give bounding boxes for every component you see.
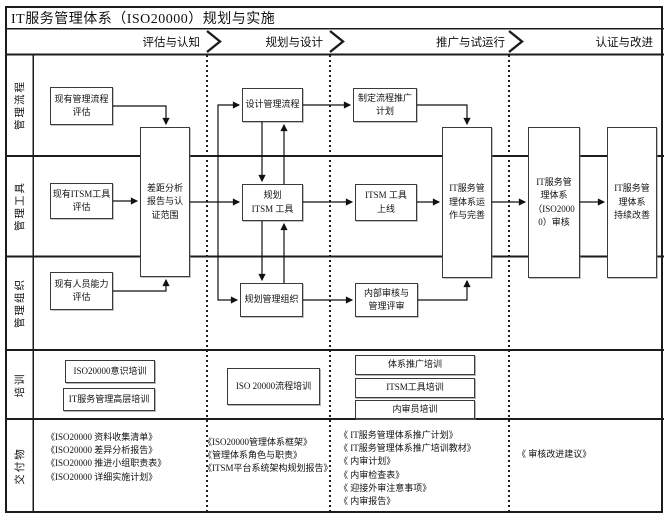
plan-itsm-tool-box: 规划 ITSM 工具 bbox=[242, 184, 303, 221]
phase-label-assess: 评估与认知 bbox=[142, 37, 201, 49]
deliverables-phase-certify: 《 审核改进建议》 bbox=[517, 449, 592, 459]
phase-label-certify: 认证与改进 bbox=[595, 37, 654, 49]
plan-org-box: 规划管理组织 bbox=[240, 283, 303, 317]
system-audit-box: IT服务管 理体系 （ISO2000 0）审核 bbox=[528, 127, 580, 278]
assess-process-box: 现有管理流程 评估 bbox=[50, 87, 113, 125]
design-process-box: 设计管理流程 bbox=[242, 88, 303, 122]
deliverables-phase-plan: 《ISO20000管理体系框架》 《管理体系角色与职责》 《ITSM平台系统架构… bbox=[203, 437, 333, 474]
system-operate-box: IT服务管 理体系运 作与完善 bbox=[442, 127, 492, 278]
phase-label-plan: 规划与设计 bbox=[265, 37, 324, 49]
training-process-box: ISO 20000流程培训 bbox=[227, 368, 320, 405]
tool-golive-box: ITSM 工具 上线 bbox=[355, 184, 417, 221]
training-auditor-box: 内审员培训 bbox=[355, 400, 475, 419]
diagram-border bbox=[5, 6, 663, 513]
phase-label-rollout: 推广与试运行 bbox=[436, 37, 505, 49]
training-executive-box: IT服务管理高层培训 bbox=[63, 388, 155, 411]
deliverables-phase-assess: 《ISO20000 资料收集清单》 《ISO20000 差异分析报告》 《ISO… bbox=[46, 432, 167, 482]
page-title: IT服务管理体系（ISO20000）规划与实施 bbox=[11, 12, 276, 27]
rollout-plan-box: 制定流程推广 计划 bbox=[353, 88, 417, 122]
gap-analysis-box: 差距分析 报告与认 证范围 bbox=[140, 127, 190, 277]
assess-staff-box: 现有人员能力 评估 bbox=[50, 272, 113, 310]
assess-itsm-tool-box: 现有ITSM工具 评估 bbox=[50, 183, 113, 219]
training-rollout-box: 体系推广培训 bbox=[355, 355, 475, 375]
deliverables-phase-rollout: 《 IT服务管理体系推广计划》 《 IT服务管理体系推广培训教材》 《 内审计划… bbox=[339, 430, 476, 507]
internal-audit-box: 内部审核与 管理评审 bbox=[355, 283, 418, 317]
training-tool-box: ITSM工具培训 bbox=[355, 378, 475, 398]
training-awareness-box: ISO20000意识培训 bbox=[65, 360, 155, 383]
system-improve-box: IT服务管 理体系 持续改善 bbox=[607, 127, 657, 278]
